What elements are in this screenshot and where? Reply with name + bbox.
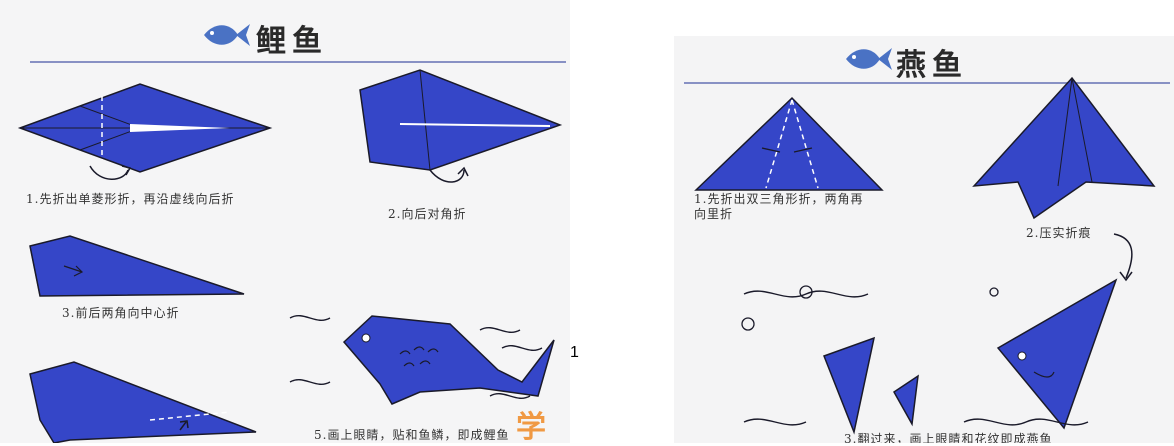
fish-icon: [846, 48, 892, 70]
step3-caption: 3.翻过来，画上眼睛和花纹即成燕鱼: [844, 432, 1053, 443]
step1-caption: 1.先折出单菱形折，再沿虚线向后折: [26, 192, 235, 206]
curved-arrow-icon: [89, 165, 129, 180]
step5-caption: 5.画上眼睛，贴和鱼鳞，即成鲤鱼: [314, 428, 510, 442]
step3-caption: 3.前后两角向中心折: [62, 306, 180, 320]
title-rule-right: [684, 82, 1170, 84]
step3-diagram: [29, 235, 245, 297]
step1-diagram: [694, 96, 884, 191]
step4-diagram: [29, 361, 257, 443]
step2-diagram: [359, 69, 563, 183]
fish-icon: [204, 24, 250, 46]
title-rule-left: [30, 61, 566, 63]
watermark: 学: [516, 410, 546, 445]
page-number: 1: [570, 344, 579, 361]
step3-diagram: [741, 278, 1118, 435]
left-panel: 鲤鱼 1.先折出单菱形折，再沿虚线向后折 2.向后对角折 3.前后两角向中心折: [0, 0, 570, 443]
page-title-left: 鲤鱼: [256, 24, 328, 59]
step1-caption: 1.先折出双三角形折，两角再向里折: [694, 192, 864, 221]
curved-arrow-icon: [1113, 233, 1133, 282]
step5-diagram: [289, 315, 555, 405]
step2-caption: 2.压实折痕: [1026, 226, 1092, 240]
page-title-right: 燕鱼: [896, 48, 968, 83]
step2-caption: 2.向后对角折: [388, 207, 467, 221]
right-panel: 燕鱼 1.先折出双三角形折，两角再向里折 2.压实折痕 3.翻过来，画上眼睛和花…: [674, 36, 1174, 443]
step1-diagram: [17, 83, 273, 180]
step2-diagram: [972, 76, 1156, 220]
